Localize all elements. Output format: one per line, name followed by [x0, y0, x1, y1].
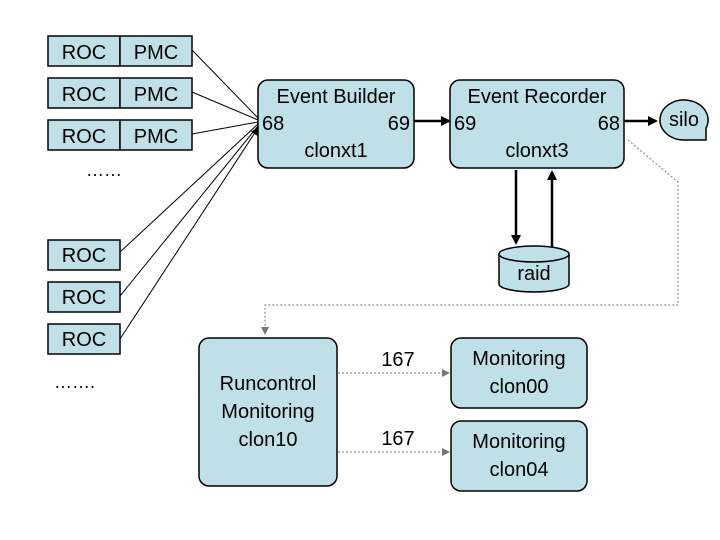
- roc-label: ROC: [62, 84, 106, 106]
- roc-label: ROC: [62, 287, 106, 309]
- silo-label: silo: [669, 109, 699, 131]
- monitoring-clon04-host: clon04: [490, 459, 549, 481]
- event-builder-title: Event Builder: [277, 86, 396, 108]
- monitoring-clon00-box: [450, 337, 588, 409]
- roc-label: ROC: [62, 42, 106, 64]
- roc-box: [47, 281, 121, 313]
- raid-label: raid: [517, 263, 550, 285]
- event-builder-port-in: 68: [262, 113, 284, 135]
- roc-label: ROC: [62, 329, 106, 351]
- roc-pmc-row: ROC PMC: [47, 119, 193, 151]
- silo-shape: [659, 99, 709, 141]
- raid-node: raid: [498, 245, 570, 293]
- raid-cylinder-top: [498, 245, 570, 263]
- roc-box: [47, 239, 121, 271]
- roc-box: [47, 323, 121, 355]
- roc-pmc-row: ROC PMC: [47, 77, 193, 109]
- roc-row: ROC: [47, 239, 121, 271]
- fan-in-line: [119, 125, 259, 297]
- event-recorder-title: Event Recorder: [468, 86, 607, 108]
- runcontrol-line1: Runcontrol: [220, 373, 317, 395]
- event-recorder-box: [449, 79, 625, 169]
- clon04-port: 167: [381, 428, 414, 450]
- pmc-box: [119, 119, 193, 151]
- event-builder-host: clonxt1: [304, 140, 367, 162]
- roc-ellipsis: …….: [54, 372, 95, 392]
- monitoring-clon00-node: Monitoring clon00: [450, 337, 588, 409]
- roc-row: ROC: [47, 281, 121, 313]
- fan-in-line: [119, 123, 259, 253]
- silo-node: silo: [659, 99, 709, 141]
- runcontrol-line2: Monitoring: [221, 401, 314, 423]
- monitoring-clon04-title: Monitoring: [472, 431, 565, 453]
- event-builder-port-out: 69: [388, 113, 410, 135]
- monitoring-clon04-node: Monitoring clon04: [450, 420, 588, 492]
- roc-label: ROC: [62, 126, 106, 148]
- pmc-box: [119, 77, 193, 109]
- event-recorder-port-out: 68: [598, 113, 620, 135]
- event-recorder-port-in: 69: [454, 113, 476, 135]
- event-builder-box: [257, 79, 415, 169]
- pmc-label: PMC: [134, 126, 178, 148]
- fan-in-line: [119, 127, 259, 340]
- fan-in-line: [191, 49, 259, 119]
- pmc-box: [119, 35, 193, 67]
- pmc-label: PMC: [134, 42, 178, 64]
- runcontrol-line3: clon10: [239, 429, 298, 451]
- event-builder-node: Event Builder 68 69 clonxt1: [257, 79, 415, 169]
- fan-in-line: [191, 121, 259, 135]
- roc-box: [47, 35, 121, 67]
- runcontrol-box: [198, 337, 338, 487]
- monitoring-clon00-title: Monitoring: [472, 348, 565, 370]
- runcontrol-node: Runcontrol Monitoring clon10: [198, 337, 338, 487]
- roc-label: ROC: [62, 245, 106, 267]
- roc-pmc-ellipsis: ……: [86, 160, 122, 180]
- recorder-to-runcontrol-dotted: [261, 139, 679, 335]
- raid-cylinder-body: [498, 254, 570, 293]
- clon00-port: 167: [381, 349, 414, 371]
- fan-in-lines: [119, 49, 259, 340]
- fan-in-line: [191, 91, 259, 121]
- roc-box: [47, 119, 121, 151]
- event-recorder-host: clonxt3: [505, 140, 568, 162]
- monitoring-clon04-box: [450, 420, 588, 492]
- pmc-label: PMC: [134, 84, 178, 106]
- event-recorder-node: Event Recorder 69 68 clonxt3: [449, 79, 625, 169]
- roc-row: ROC: [47, 323, 121, 355]
- roc-pmc-row: ROC PMC: [47, 35, 193, 67]
- monitoring-clon00-host: clon00: [490, 376, 549, 398]
